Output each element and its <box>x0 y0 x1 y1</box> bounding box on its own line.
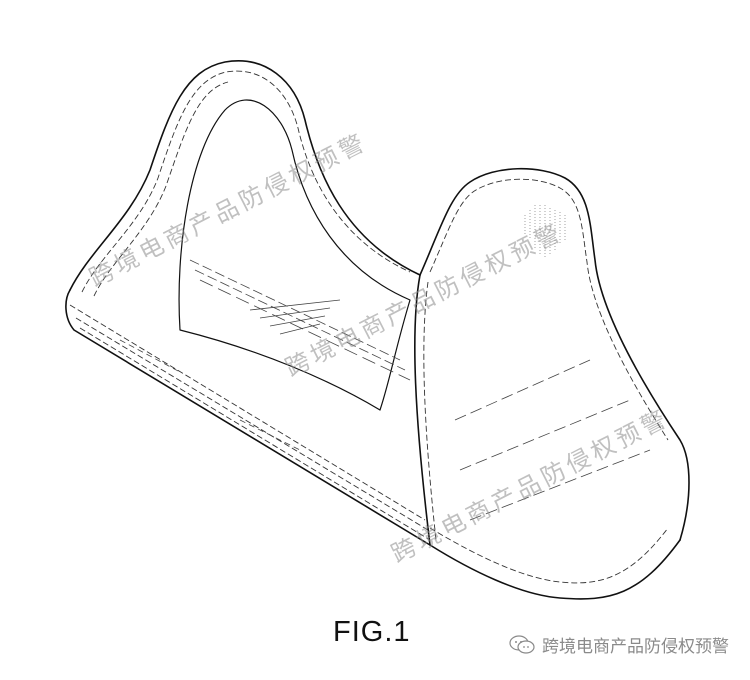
right-arch-front <box>413 274 431 546</box>
figure-caption: FIG.1 <box>333 616 411 648</box>
left-arch-outline <box>69 60 421 291</box>
source-credit: 跨境电商产品防侵权预警 <box>508 632 729 657</box>
left-arch-inner <box>178 99 411 411</box>
wechat-icon <box>509 634 535 654</box>
right-arch-outline <box>419 167 690 541</box>
base-outline <box>65 289 681 600</box>
credit-text: 跨境电商产品防侵权预警 <box>542 637 729 657</box>
